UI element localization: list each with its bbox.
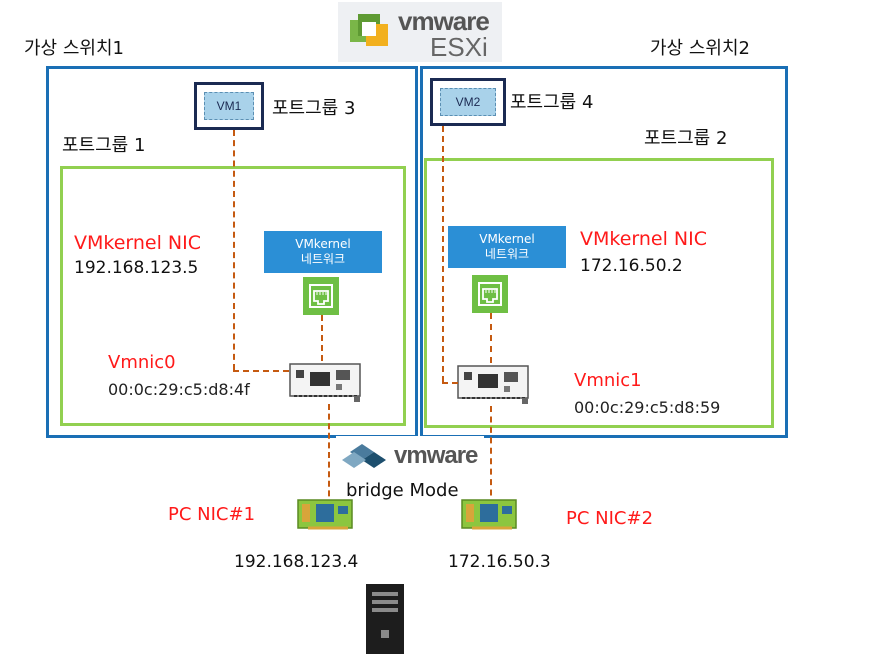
vmware-cloud-icon — [342, 444, 386, 468]
vm1-label: VM1 — [204, 92, 254, 120]
pc-nic-card-icon — [461, 499, 517, 530]
bridge-brand: vmware — [394, 442, 478, 469]
portgroup1-label: 포트그룹 1 — [62, 135, 146, 156]
vmkernel1-network-line2: 네트워크 — [300, 252, 346, 266]
vmware-logo-icon — [350, 14, 388, 46]
vmkernel2-network-line1: VMkernel — [479, 232, 535, 246]
vmkernel2-title: VMkernel NIC — [580, 228, 708, 250]
link-vmk2-to-vmnic1 — [490, 313, 492, 363]
vm2-label: VM2 — [440, 88, 496, 116]
vswitch2-label: 가상 스위치2 — [650, 38, 750, 59]
pc-nic1-ip: 192.168.123.4 — [234, 552, 359, 572]
vmkernel1-network-line1: VMkernel — [295, 237, 351, 251]
ethernet-port-icon — [472, 275, 508, 313]
vmkernel2-network-line2: 네트워크 — [484, 247, 530, 261]
link-vm2-to-vmnic1 — [442, 382, 458, 384]
vswitch1-box — [46, 66, 418, 438]
vswitch2-box — [420, 66, 788, 438]
network-card-icon — [457, 365, 529, 404]
bridge-box: vmware bridge Mode — [336, 436, 484, 501]
vm1-box[interactable]: VM1 — [194, 82, 264, 130]
portgroup2-box — [424, 158, 774, 428]
link-vmnic0-to-pc — [328, 404, 330, 506]
vmnic0-mac: 00:0c:29:c5:d8:4f — [108, 380, 250, 399]
vswitch1-label: 가상 스위치1 — [24, 38, 124, 59]
vmnic0-name: Vmnic0 — [108, 352, 176, 373]
link-vm1-down — [233, 130, 235, 370]
pc-nic2-name: PC NIC#2 — [566, 508, 654, 529]
link-vmnic1-to-pc — [490, 406, 492, 506]
vm2-box[interactable]: VM2 — [430, 78, 506, 126]
vmkernel1-title: VMkernel NIC — [74, 232, 202, 254]
pc-nic-card-icon — [297, 499, 353, 530]
vmkernel1-ip: 192.168.123.5 — [74, 258, 199, 278]
vmnic1-mac: 00:0c:29:c5:d8:59 — [574, 398, 721, 417]
vmkernel1-network: VMkernel 네트워크 — [264, 231, 382, 273]
vm2-portgroup-label: 포트그룹 4 — [510, 92, 594, 113]
pc-nic2-ip: 172.16.50.3 — [448, 552, 551, 572]
portgroup2-label: 포트그룹 2 — [644, 128, 728, 149]
ethernet-port-icon — [303, 277, 339, 315]
vmkernel2-ip: 172.16.50.2 — [580, 256, 683, 276]
esxi-product: ESXi — [430, 32, 488, 62]
esxi-brand: vmware — [398, 6, 490, 36]
link-vmk1-to-vmnic0 — [321, 315, 323, 361]
pc-tower-icon — [366, 584, 404, 654]
bridge-mode: bridge Mode — [346, 480, 459, 501]
vm1-portgroup-label: 포트그룹 3 — [272, 98, 356, 119]
network-card-icon — [289, 363, 361, 402]
vmnic1-name: Vmnic1 — [574, 370, 642, 391]
vmkernel2-network: VMkernel 네트워크 — [448, 226, 566, 268]
esxi-logo: vmware ESXi — [338, 2, 502, 62]
link-vm2-down — [442, 126, 444, 382]
pc-nic1-name: PC NIC#1 — [168, 504, 256, 525]
link-vm1-to-vmnic0 — [233, 370, 289, 372]
